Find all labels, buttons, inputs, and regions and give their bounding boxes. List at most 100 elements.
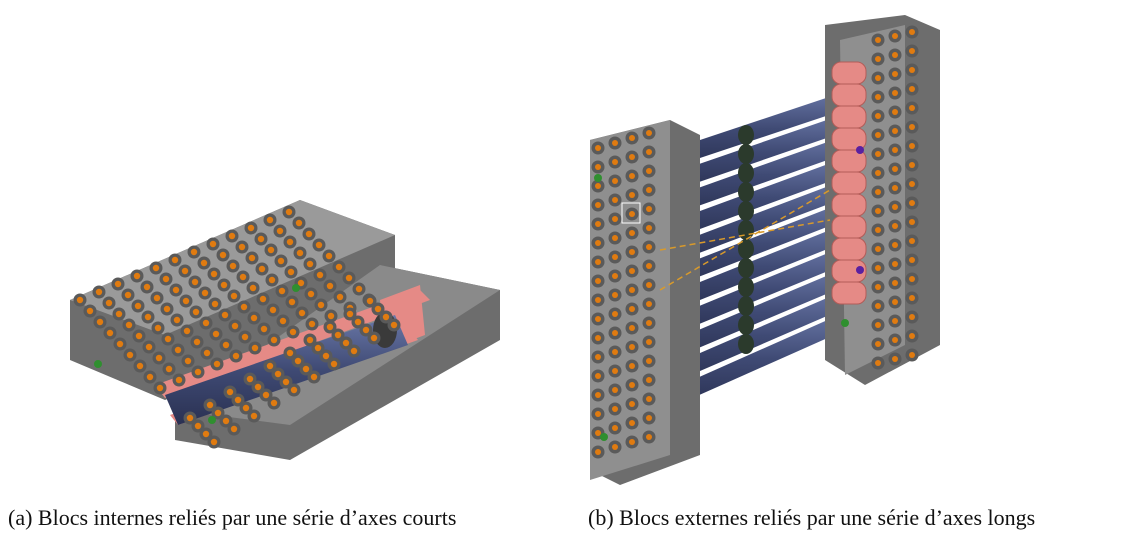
pin [629, 382, 635, 388]
pin [234, 396, 242, 404]
pin [646, 244, 652, 250]
pin [262, 391, 270, 399]
pin [330, 360, 338, 368]
pin [302, 365, 310, 373]
pin [875, 284, 881, 290]
pin [186, 414, 194, 422]
pin [95, 288, 103, 296]
pin [145, 343, 153, 351]
plate [831, 61, 867, 85]
pin [875, 303, 881, 309]
pin [909, 67, 915, 73]
pin [892, 318, 898, 324]
pin [892, 223, 898, 229]
pin [242, 404, 250, 412]
construction-line-b2 [659, 219, 831, 251]
pin [190, 248, 198, 256]
pin [306, 260, 314, 268]
pin [285, 208, 293, 216]
pin [294, 357, 302, 365]
pin [172, 286, 180, 294]
pin [268, 276, 276, 284]
pin [355, 285, 363, 293]
axle-group-b [670, 90, 850, 408]
pin [266, 362, 274, 370]
pin [232, 352, 240, 360]
pin [143, 283, 151, 291]
pin [892, 356, 898, 362]
pin [246, 375, 254, 383]
pin [909, 295, 915, 301]
pin [595, 183, 601, 189]
pin [231, 322, 239, 330]
pin [162, 275, 170, 283]
pin [96, 318, 104, 326]
pin [289, 328, 297, 336]
pin [612, 387, 618, 393]
pin [892, 33, 898, 39]
pin [909, 143, 915, 149]
connector [738, 163, 754, 183]
pin [226, 388, 234, 396]
pin [595, 430, 601, 436]
pin [595, 240, 601, 246]
pin [909, 86, 915, 92]
marker-green-a3 [208, 416, 216, 424]
pin [629, 230, 635, 236]
pin [612, 216, 618, 222]
pin [892, 90, 898, 96]
pin [629, 344, 635, 350]
pin [260, 325, 268, 333]
pin [191, 278, 199, 286]
connector [738, 315, 754, 335]
pin [595, 411, 601, 417]
connector [738, 144, 754, 164]
plate [831, 171, 867, 195]
pin [629, 192, 635, 198]
pin [892, 166, 898, 172]
pin [595, 259, 601, 265]
pin [612, 140, 618, 146]
pin [646, 339, 652, 345]
marker-purple-b1 [856, 146, 864, 154]
pin-pattern-a [73, 205, 401, 449]
pin [221, 311, 229, 319]
figure-a: (a) Blocs internes reliés par une série … [0, 0, 560, 541]
connector [738, 182, 754, 202]
pin [249, 284, 257, 292]
pin [612, 273, 618, 279]
pin [238, 243, 246, 251]
pin [595, 202, 601, 208]
pin [612, 330, 618, 336]
pin [105, 299, 113, 307]
pin [612, 349, 618, 355]
pin [892, 337, 898, 343]
pin [258, 265, 266, 273]
pin [875, 208, 881, 214]
pin [209, 240, 217, 248]
pin [595, 145, 601, 151]
pin [144, 313, 152, 321]
pin [154, 324, 162, 332]
pin [629, 363, 635, 369]
pin [612, 235, 618, 241]
pin [646, 225, 652, 231]
pin [214, 409, 222, 417]
pin [892, 52, 898, 58]
pin [646, 358, 652, 364]
pin [133, 272, 141, 280]
pin [156, 384, 164, 392]
pin [595, 278, 601, 284]
pin [875, 246, 881, 252]
pin [210, 270, 218, 278]
pin [250, 314, 258, 322]
pin [164, 335, 172, 343]
plate-column-b [831, 61, 867, 305]
pin [213, 360, 221, 368]
pin [366, 297, 374, 305]
pin [230, 425, 238, 433]
pin [257, 235, 265, 243]
pin [875, 132, 881, 138]
long-axle [670, 134, 850, 216]
pin [612, 254, 618, 260]
